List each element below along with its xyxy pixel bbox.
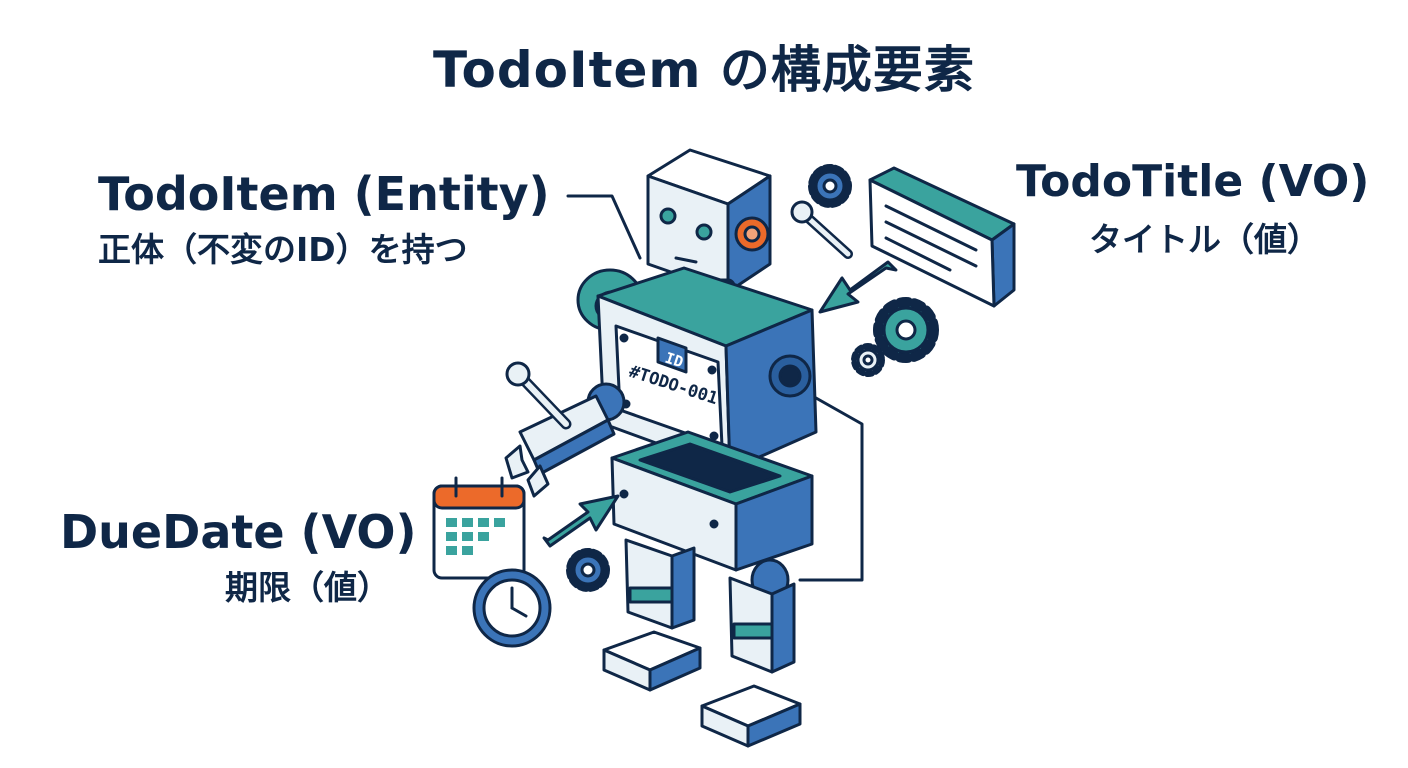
wrench-icon-arm xyxy=(507,363,566,424)
calendar-icon xyxy=(434,478,524,578)
entity-connector-line xyxy=(568,196,640,258)
gear-icon xyxy=(812,168,848,204)
robot-right-leg xyxy=(702,578,800,746)
robot-left-leg xyxy=(604,540,700,690)
gear-icon-due xyxy=(570,552,606,588)
gear-icon-small xyxy=(854,346,882,374)
robot-arm xyxy=(506,384,624,496)
clock-icon xyxy=(474,570,550,646)
arrow-icon xyxy=(820,262,896,312)
gear-icon-large xyxy=(878,302,934,358)
title-card-icon xyxy=(870,168,1014,306)
robot-head xyxy=(648,150,770,292)
arrow-icon-due xyxy=(544,496,618,546)
wrench-icon xyxy=(792,202,848,254)
